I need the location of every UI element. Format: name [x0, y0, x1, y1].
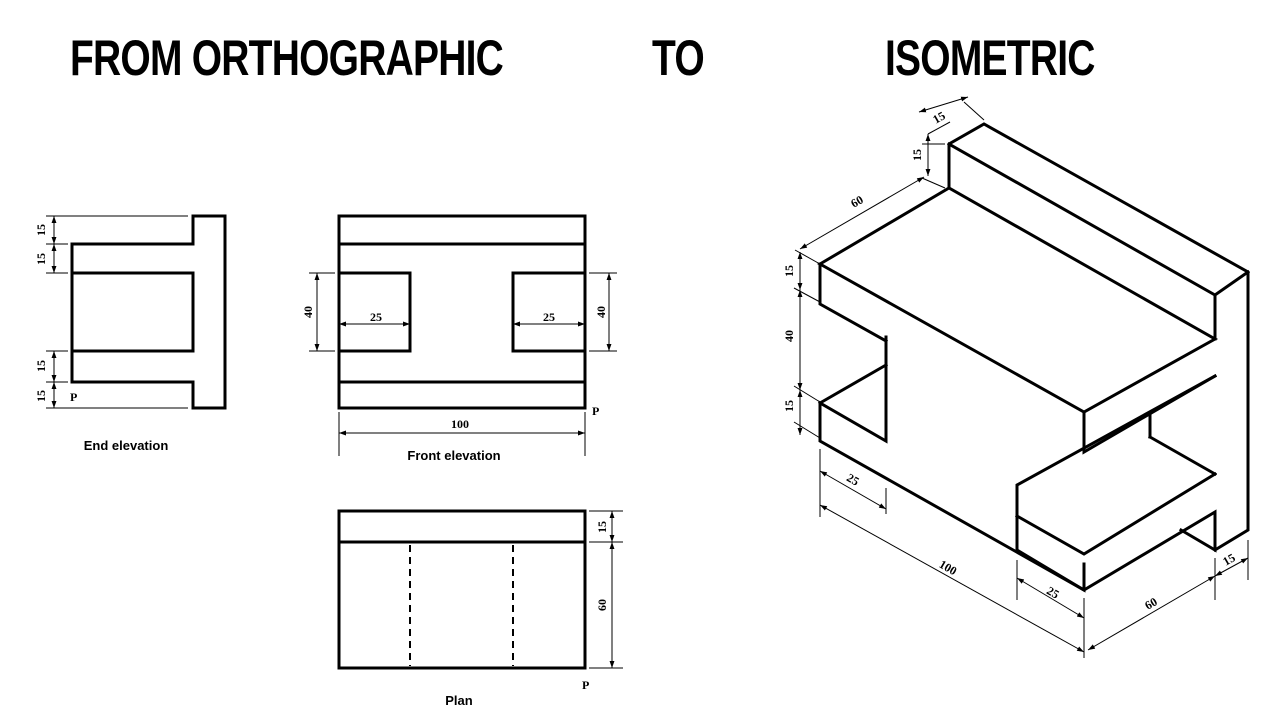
dim-text: 40	[782, 330, 796, 342]
dim-text: 60	[595, 599, 609, 611]
title-from-orthographic: FROM ORTHOGRAPHIC	[70, 30, 504, 86]
dim-text: 25	[844, 470, 861, 488]
dim-text: 40	[301, 306, 315, 318]
dim-line	[1214, 557, 1249, 577]
end-elevation-view: 15 15 15 15 P End elevation	[34, 214, 227, 453]
iso-right-slot	[1015, 373, 1218, 592]
dim-text: 15	[910, 149, 924, 161]
dim-text: 25	[543, 310, 555, 324]
front-elevation-caption: Front elevation	[407, 448, 500, 463]
dim-text: 25	[1044, 583, 1061, 601]
front-elevation-view: 40 40 25 25 100 P Front elevation	[301, 214, 617, 463]
dim-text: 25	[370, 310, 382, 324]
isometric-view: 15 15 60 15 40 15 25 10	[782, 96, 1251, 658]
title-isometric: ISOMETRIC	[885, 30, 1095, 86]
dim-text: 100	[451, 417, 469, 431]
dim-line	[1016, 577, 1085, 619]
dim-text: 15	[782, 265, 796, 277]
dim-line	[918, 96, 969, 113]
front-elevation-outline	[337, 214, 587, 410]
reference-point-label: P	[592, 404, 599, 418]
dim-text: 15	[1220, 550, 1237, 568]
dim-text: 100	[937, 557, 960, 578]
dim-text: 15	[34, 253, 48, 265]
dim-text: 15	[34, 390, 48, 402]
dim-line	[1087, 575, 1216, 651]
dim-text: 40	[594, 306, 608, 318]
dim-text: 15	[595, 521, 609, 533]
dim-line	[819, 470, 887, 510]
front-slot-left	[337, 271, 412, 353]
dim-text: 15	[34, 360, 48, 372]
dim-line	[819, 504, 1085, 653]
dim-line	[799, 176, 925, 250]
dim-text: 60	[848, 192, 865, 210]
front-slot-right	[511, 271, 587, 353]
iso-left-upright	[818, 335, 1086, 593]
dim-text: 15	[782, 400, 796, 412]
end-elevation-caption: End elevation	[84, 438, 169, 453]
plan-caption: Plan	[445, 693, 473, 708]
plan-view: 15 60 P Plan	[337, 509, 623, 708]
plan-outline	[337, 509, 587, 670]
end-elevation-outline	[70, 214, 227, 410]
reference-point-label: P	[582, 678, 589, 692]
dim-text: 15	[930, 108, 947, 126]
title-to: TO	[652, 30, 705, 86]
reference-point-label: P	[70, 390, 77, 404]
iso-back-upright	[947, 122, 1250, 553]
dim-text: 15	[34, 224, 48, 236]
